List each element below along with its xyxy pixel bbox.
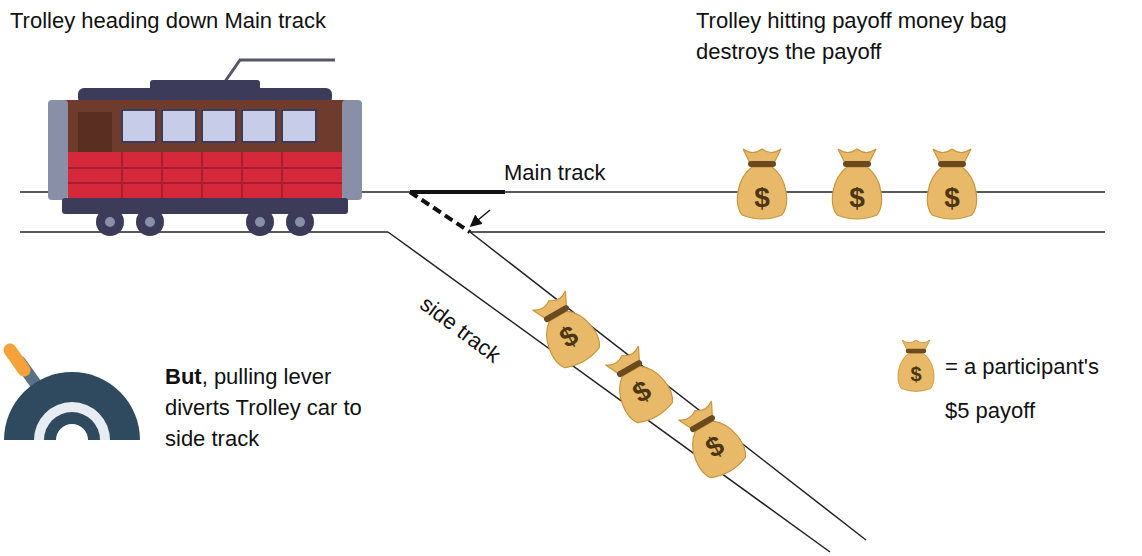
legend-text: = a participant's $5 payoff (945, 345, 1125, 433)
switch-dashed (410, 192, 470, 232)
note-text: Trolley hitting payoff money bag destroy… (696, 6, 1016, 68)
track-name: Main track (504, 158, 664, 189)
money-bags-main (737, 149, 976, 219)
dollar-sign: $ (944, 184, 960, 212)
dollar-sign: $ (754, 184, 770, 212)
title-text: Trolley heading down Main track (10, 6, 430, 37)
track-name: side track (413, 289, 507, 370)
dollar-sign: $ (849, 184, 865, 212)
track-lines (20, 192, 1105, 552)
lever-caption: But, pulling lever diverts Trolley car t… (165, 362, 365, 454)
dollar-sign: $ (910, 364, 921, 384)
switch-bar (410, 190, 505, 194)
lever-icon (4, 350, 140, 440)
legend-bag (898, 340, 934, 391)
emphasis-word: But (165, 364, 202, 389)
switch-arrow (472, 210, 490, 225)
trolley-car (48, 60, 362, 236)
money-bags-side (528, 288, 752, 483)
